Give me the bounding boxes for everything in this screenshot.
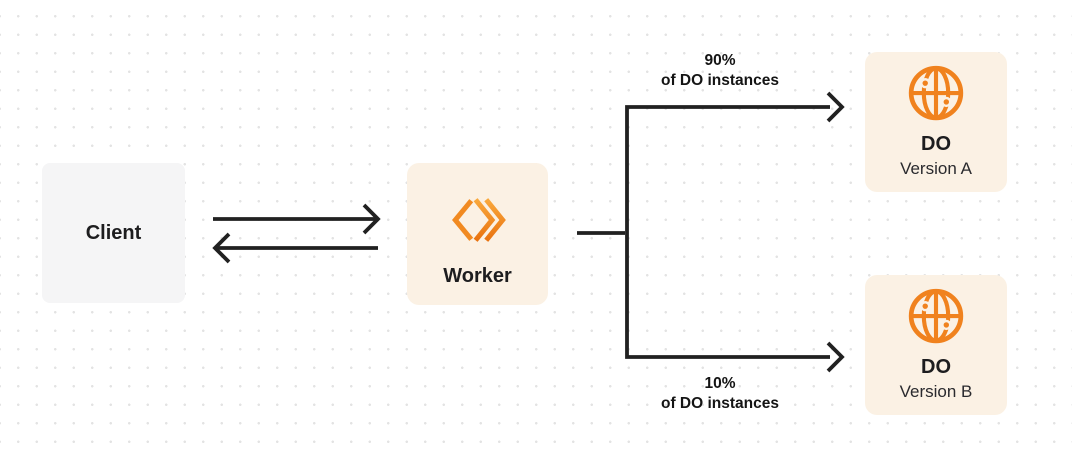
client-node: Client (42, 163, 185, 303)
arrowhead-route-b-icon (826, 341, 845, 373)
branch-path (625, 105, 830, 359)
do-b-subtitle: Version B (899, 382, 973, 402)
do-version-a-node: DO Version A (865, 52, 1007, 192)
worker-node: Worker (407, 163, 548, 305)
durable-object-globe-icon (906, 63, 966, 123)
route-a-caption: of DO instances (661, 72, 779, 89)
workers-icon (449, 191, 507, 249)
do-a-subtitle: Version A (900, 159, 972, 179)
do-version-b-node: DO Version B (865, 275, 1007, 415)
arrowhead-right-icon (362, 203, 381, 235)
worker-label: Worker (443, 264, 512, 287)
route-b-caption: of DO instances (661, 395, 779, 412)
arrowhead-left-icon (212, 232, 231, 264)
do-a-title: DO (921, 133, 951, 156)
do-b-title: DO (921, 356, 951, 379)
route-a-label: 90% of DO instances (625, 51, 815, 91)
route-b-label: 10% of DO instances (625, 374, 815, 414)
client-label: Client (85, 222, 142, 244)
durable-object-globe-icon (906, 286, 966, 346)
route-a-percent: 90% (704, 52, 736, 69)
arrowhead-route-a-icon (826, 91, 845, 123)
route-b-percent: 10% (704, 375, 736, 392)
